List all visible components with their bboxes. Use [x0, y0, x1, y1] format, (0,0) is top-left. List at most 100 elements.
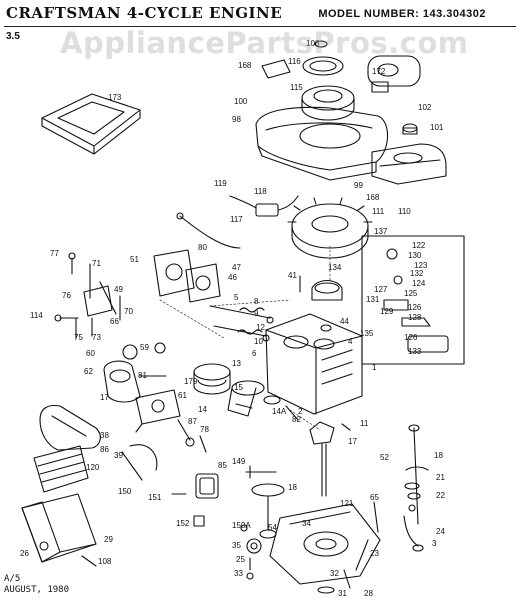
part-number-116: 116: [288, 57, 301, 66]
part-number-3: 3: [432, 539, 437, 548]
part-number-101: 101: [430, 123, 444, 132]
part-76-bracket: [83, 281, 121, 321]
part-number-168: 168: [366, 193, 380, 202]
part-number-75: 75: [74, 333, 83, 342]
part-number-24: 24: [436, 527, 445, 536]
part-115-starter-cup: [301, 85, 355, 121]
part-78-governor: [177, 419, 207, 453]
part-number-29: 29: [104, 535, 113, 544]
part-number-18: 18: [434, 451, 443, 460]
part-77-screw: [68, 252, 91, 299]
part-number-135: 135: [360, 329, 374, 338]
part-149-dipstick: [404, 424, 429, 525]
part-number-8: 8: [254, 297, 259, 306]
part-number-14A: 14A: [272, 407, 287, 416]
part-number-31: 31: [338, 589, 347, 598]
part-number-52: 52: [380, 453, 389, 462]
part-83-air-cleaner-body: [21, 493, 97, 567]
part-number-173: 173: [108, 93, 122, 102]
page-code: A/5: [4, 574, 21, 584]
part-number-150: 150: [118, 487, 132, 496]
part-number-10: 10: [254, 337, 263, 346]
part-number-78: 78: [200, 425, 209, 434]
part-number-121: 121: [340, 499, 354, 508]
part-number-13: 13: [232, 359, 241, 368]
part-number-59: 59: [140, 343, 149, 352]
part-number-81: 81: [138, 371, 147, 380]
part-number-5: 5: [234, 293, 239, 302]
part-117-ignition-wiring: [176, 195, 299, 249]
part-number-28: 28: [364, 589, 373, 598]
part-number-118: 118: [254, 187, 267, 196]
part-62-carburetor: [103, 360, 167, 403]
part-120-fuel-line: [121, 444, 158, 481]
part-number-12: 12: [256, 323, 265, 332]
part-number-126: 126: [408, 303, 422, 312]
leader-lines: [159, 245, 331, 431]
part-number-77: 77: [50, 249, 59, 258]
part-number-110: 110: [398, 207, 411, 216]
part-82-carb-body: [135, 389, 181, 433]
part-number-108: 108: [98, 557, 112, 566]
part-85-filter-element: [33, 445, 89, 493]
part-number-123: 123: [414, 261, 428, 270]
part-number-131: 131: [366, 295, 380, 304]
part-number-137: 137: [374, 227, 388, 236]
part-4-gasket: [313, 324, 335, 350]
part-number-98: 98: [232, 115, 241, 124]
part-number-168: 168: [238, 61, 252, 70]
part-number-120: 120: [86, 463, 100, 472]
part-number-22: 22: [436, 491, 445, 500]
part-number-84: 84: [0, 0, 9, 2]
part-number-179: 179: [184, 377, 198, 386]
part-number-71: 71: [92, 259, 101, 268]
part-number-125: 125: [404, 289, 418, 298]
part-number-106: 106: [306, 39, 320, 48]
model-number: MODEL NUMBER: 143.304302: [318, 8, 486, 20]
part-2-gasket: [263, 395, 299, 421]
part-number-133: 133: [408, 347, 422, 356]
part-number-85: 85: [218, 461, 227, 470]
part-number-17: 17: [348, 437, 357, 446]
part-number-60: 60: [86, 349, 95, 358]
part-number-26: 26: [20, 549, 29, 558]
part-number-32: 32: [330, 569, 339, 578]
part-137-flywheel: [287, 197, 373, 259]
part-number-14: 14: [198, 405, 207, 414]
part-number-1: 1: [372, 363, 377, 372]
part-number-66: 66: [110, 317, 119, 326]
part-number-25: 25: [236, 555, 245, 564]
breaker-points-inset: [361, 235, 465, 365]
part-number-149: 149: [232, 457, 246, 466]
part-number-41: 41: [288, 271, 297, 280]
part-number-124: 124: [412, 279, 426, 288]
part-number-130: 130: [408, 251, 422, 260]
part-number-21: 21: [436, 473, 445, 482]
part-number-129: 129: [380, 307, 394, 316]
part-60-choke: [122, 342, 166, 360]
part-number-18: 18: [288, 483, 297, 492]
part-33-gear: [240, 524, 262, 580]
part-number-132: 132: [410, 269, 424, 278]
part-number-114: 114: [30, 311, 43, 320]
part-22-camshaft: [245, 465, 285, 539]
part-102-fuel-cap: [402, 123, 418, 135]
part-number-111: 111: [372, 207, 385, 216]
part-150A-fill-tube: [403, 515, 424, 552]
diagram-title: CRAFTSMAN 4-CYCLE ENGINE: [6, 4, 283, 22]
part-18-crankshaft: [309, 421, 351, 497]
part-number-15: 15: [234, 383, 243, 392]
part-number-47: 47: [232, 263, 241, 272]
part-99-fuel-tank: [371, 143, 447, 185]
part-114-bolt: [54, 314, 93, 339]
part-3-bolts: [317, 501, 379, 594]
part-25-oil-base: [269, 503, 381, 585]
part-number-119: 119: [214, 179, 227, 188]
part-number-39: 39: [114, 451, 123, 460]
part-52-gasket: [171, 473, 219, 527]
part-number-6: 6: [252, 349, 257, 358]
part-number-172: 172: [372, 67, 386, 76]
engine-hp: 3.5: [6, 31, 20, 42]
part-number-35: 35: [232, 541, 241, 550]
